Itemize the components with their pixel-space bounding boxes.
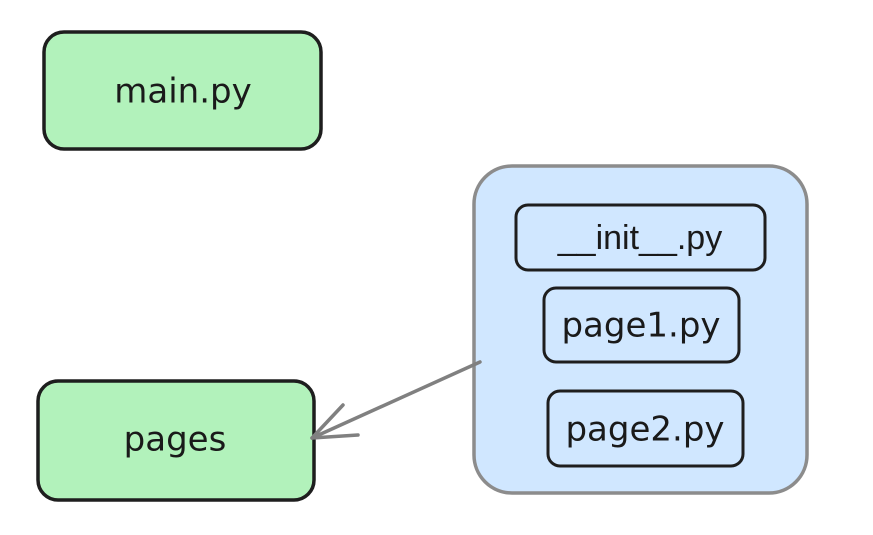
pages-label: pages [124,420,227,460]
package-to-pages-arrow[interactable] [310,360,482,440]
init-py-label: __init__.py [557,219,722,257]
page2-py-node[interactable]: page2.py [546,389,745,468]
page1-py-label: page1.py [561,306,720,346]
main-py-box [42,30,323,151]
arrow-head [310,403,360,440]
pages-box [36,379,316,502]
package-box [472,164,809,495]
main-py-node[interactable]: main.py [42,30,323,151]
pages-package-container[interactable]: __init__.py page1.py page2.py [472,164,809,495]
page2-py-label: page2.py [565,410,724,450]
main-py-label: main.py [114,72,251,112]
init-py-box [514,203,767,272]
pages-node[interactable]: pages [36,379,316,502]
page1-py-box [542,286,741,364]
page1-py-node[interactable]: page1.py [542,286,741,364]
page2-py-box [546,389,745,468]
init-py-node[interactable]: __init__.py [514,203,767,272]
arrow-shaft [310,360,482,440]
